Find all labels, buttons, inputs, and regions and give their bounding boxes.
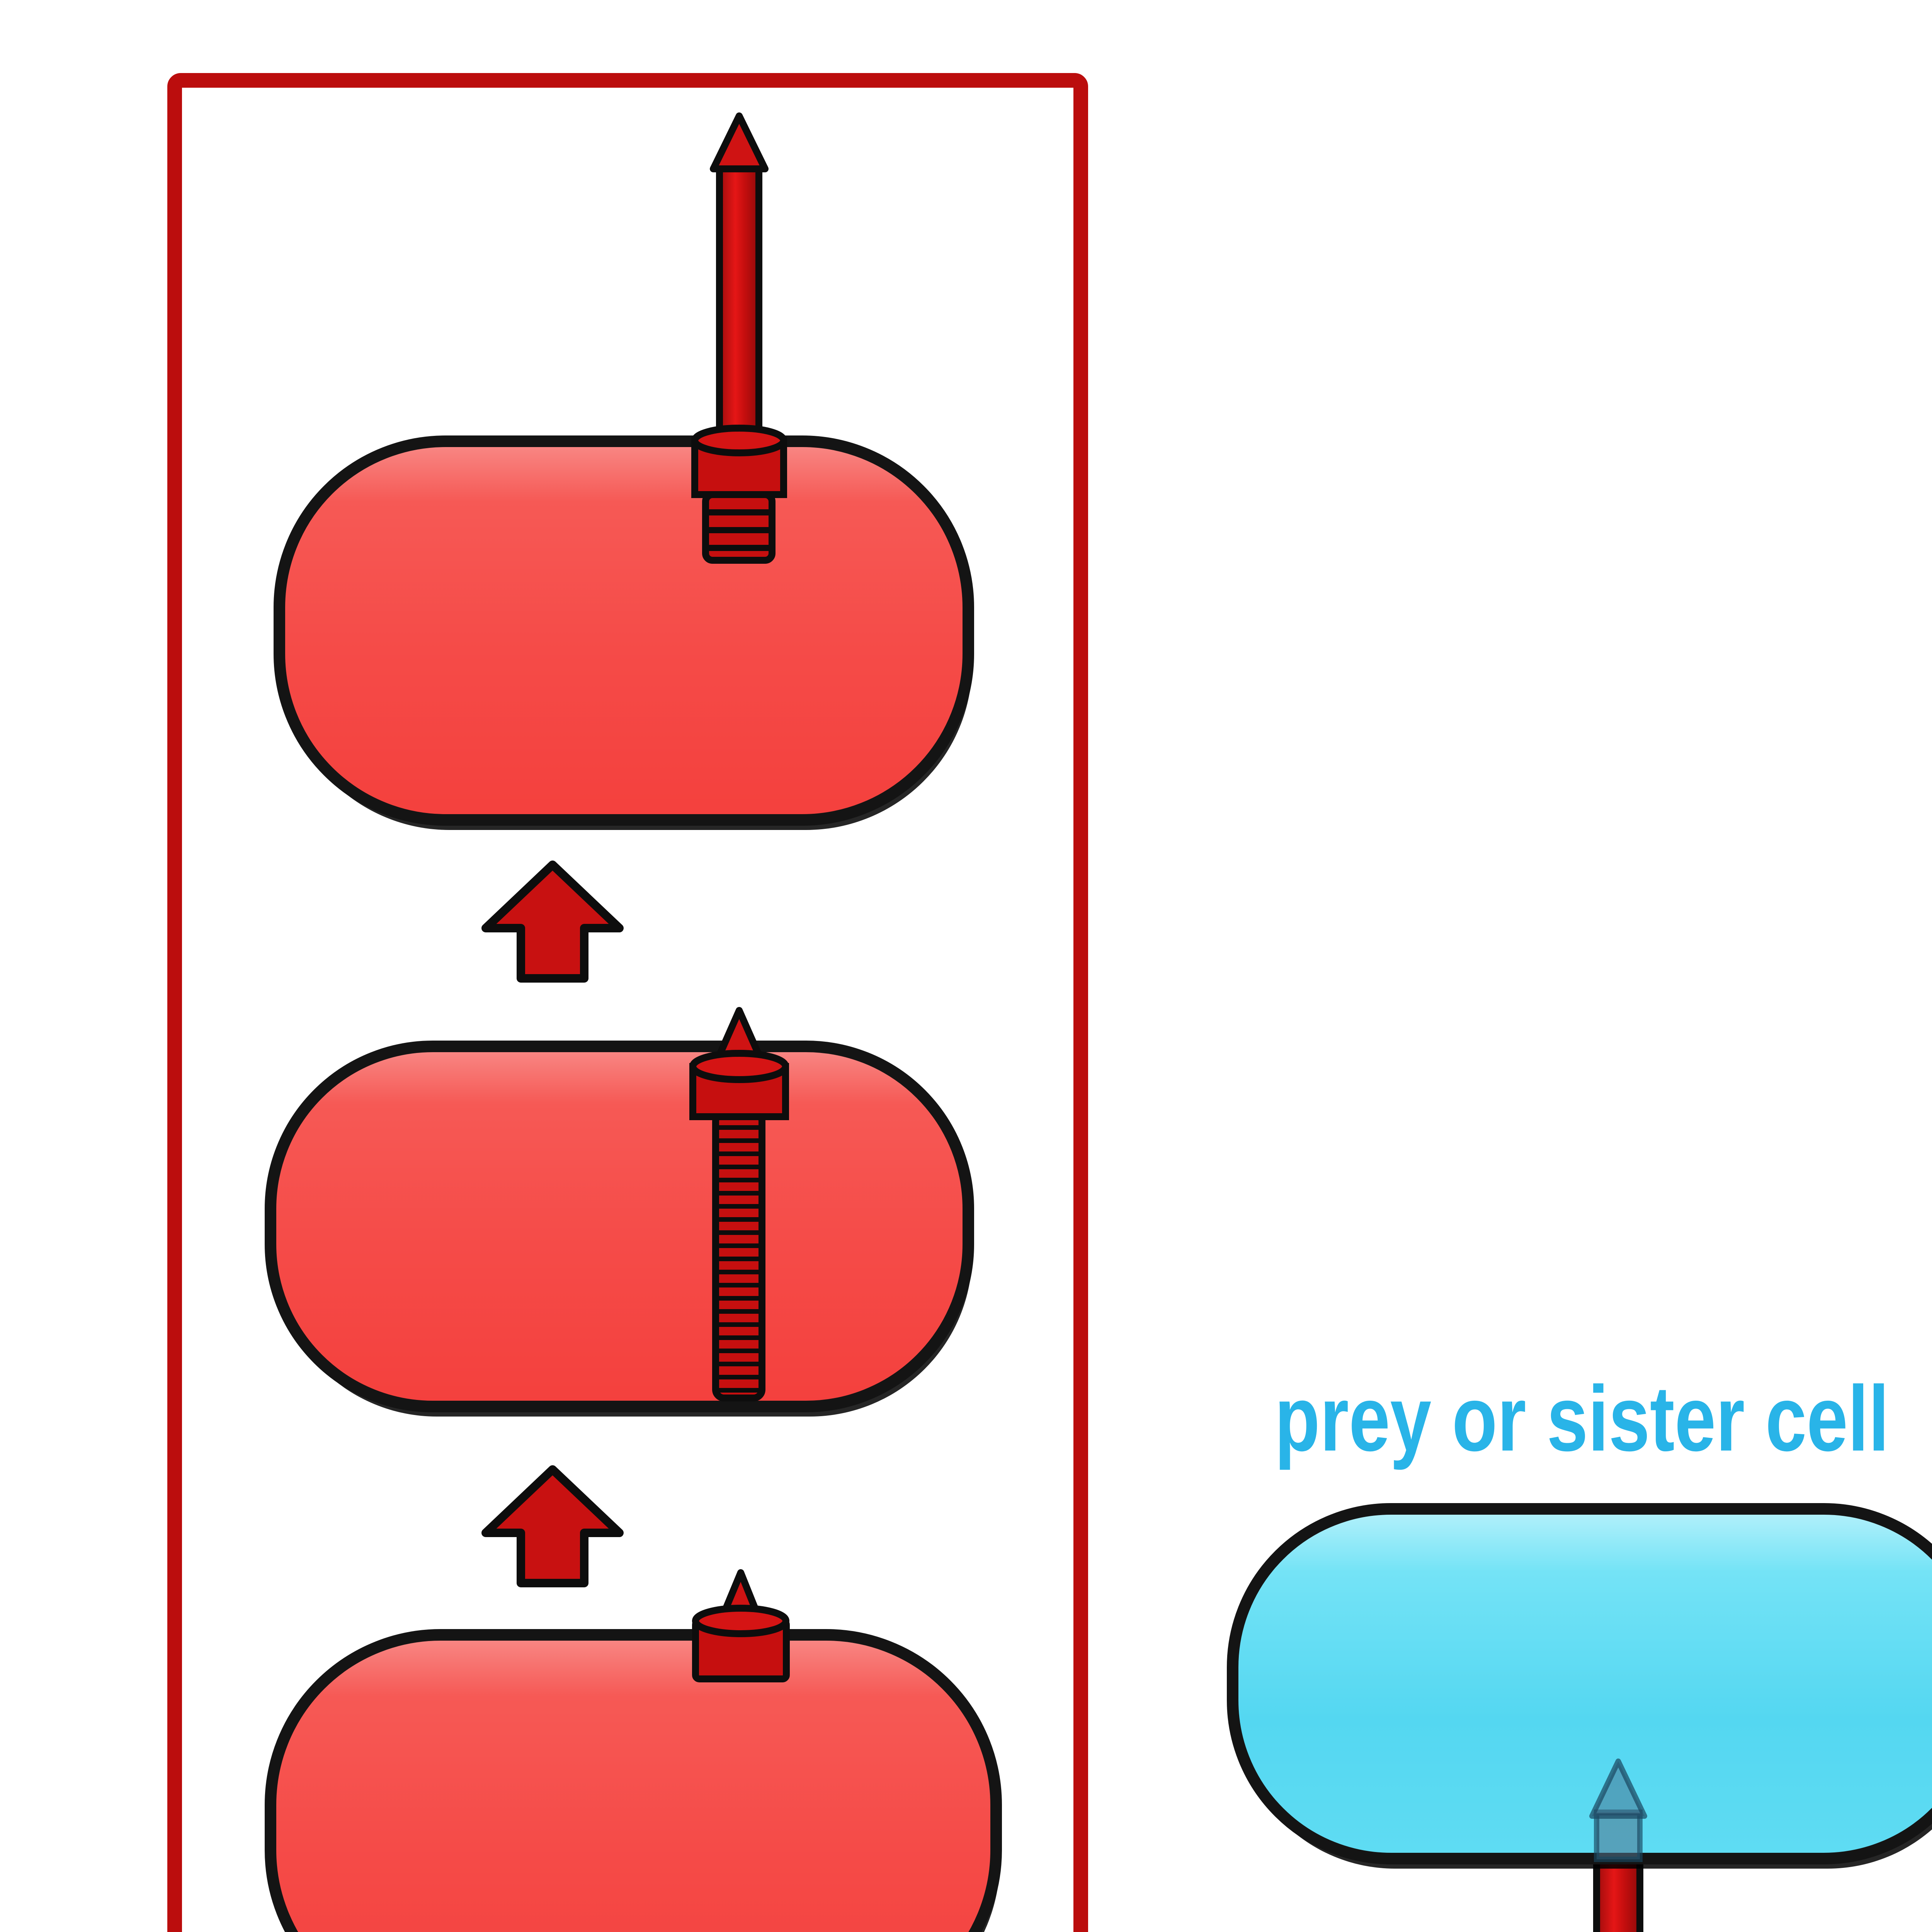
needle-rod-translucent [1594,1810,1643,1862]
t6ss-needle-icon [691,112,787,564]
extended-sheath-tube [712,1109,765,1401]
up-arrow-icon [481,861,624,983]
contracted-sheath [702,491,776,564]
collar-top [689,1050,789,1083]
cell-extended-stage [265,1007,974,1417]
red-cell-body [265,1041,974,1412]
t6ss-membrane-complex-icon [692,1569,790,1682]
injected-needle-tip [1589,1759,1647,1862]
needle-rod [716,161,762,450]
needle-tip [710,112,769,172]
cylinder-top [692,1605,789,1637]
t6ss-needle-icon [689,1007,789,1401]
cell-assembly-stage [265,1569,1002,1932]
needle-tip-translucent [1589,1759,1647,1819]
cyan-cell-body [1227,1503,1932,1864]
prey-or-sister-cell [1227,1503,1932,1869]
extension-box-outline [167,73,1088,1932]
cell-contracted-stage [274,112,974,830]
red-cell-body [274,435,974,826]
up-arrow-icon [481,1465,624,1587]
prey-or-sister-label: prey or sister cell [1274,1367,1889,1470]
collar-top [691,425,787,456]
red-cell-body [265,1629,1002,1932]
